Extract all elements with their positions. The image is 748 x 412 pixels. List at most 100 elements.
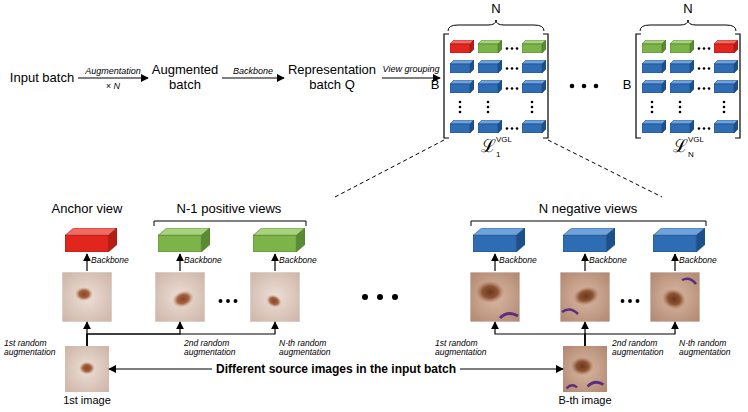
curly-brace — [640, 20, 736, 31]
label-holder: N negative views — [539, 202, 637, 217]
ellipsis — [698, 127, 711, 130]
label-holder: N — [683, 2, 692, 17]
view-caption: B-th image — [543, 394, 627, 407]
augmented-view: 2nd random augmentation — [560, 272, 610, 322]
loss-superscript: VGL — [496, 136, 512, 145]
node-text: 1st random augmentation — [435, 339, 491, 358]
negative-cube — [642, 60, 666, 73]
negative-cube — [670, 60, 694, 73]
ellipsis — [459, 101, 462, 114]
arrow-label: Backbone — [91, 256, 129, 265]
ellipsis — [506, 127, 519, 130]
representation-matrix — [444, 20, 548, 138]
node-text: N-th random augmentation — [679, 339, 735, 358]
negative-cube — [478, 60, 502, 73]
view-caption: 2nd random augmentation — [612, 339, 668, 358]
matrix-bracket — [636, 34, 641, 138]
negative-cube — [670, 80, 694, 93]
view-heading: Anchor view — [52, 202, 123, 217]
label-holder: Backbone — [589, 256, 627, 265]
negative-cube — [714, 60, 738, 73]
negative-cube — [522, 60, 546, 73]
connector-arrow — [495, 322, 585, 346]
node-text: 2nd random augmentation — [612, 339, 668, 358]
view-caption: 1st image — [45, 394, 129, 407]
negative-cube — [714, 80, 738, 93]
ellipsis — [506, 67, 519, 70]
positive-cube — [522, 40, 546, 53]
dimension-label: N — [491, 2, 500, 17]
negative-cube — [473, 228, 525, 252]
augmented-view: 1st random augmentation — [62, 272, 112, 322]
label-holder: B — [431, 78, 440, 93]
backbone-arrow — [494, 254, 495, 271]
label-holder: N — [491, 2, 500, 17]
group-heading: N negative views — [539, 202, 637, 217]
augmented-view: 1st random augmentation — [470, 272, 520, 322]
label-holder: Anchor view — [52, 202, 123, 217]
augmented-image — [470, 272, 520, 322]
ellipsis-dot — [362, 294, 368, 300]
ellipsis-dot — [377, 294, 383, 300]
augmented-image — [560, 272, 610, 322]
connector-group — [78, 78, 675, 369]
positive-cube — [478, 40, 502, 53]
label-holder: ℒ — [481, 137, 496, 155]
label-holder: Backbone — [679, 256, 717, 265]
loss-subscript: 1 — [496, 151, 500, 160]
ellipsis — [506, 47, 519, 50]
backbone-arrow — [274, 254, 275, 271]
source-image: 1st image — [65, 346, 109, 392]
negative-cube — [653, 228, 705, 252]
augmented-image — [62, 272, 112, 322]
edge-label-holder: Different source images in the input bat… — [212, 362, 460, 376]
edge-label: Augmentation — [85, 66, 141, 76]
curly-brace — [448, 20, 544, 31]
positive-cube — [642, 40, 666, 53]
augmented-image — [250, 272, 300, 322]
node-text: B-th image — [543, 394, 627, 407]
negative-cube — [450, 120, 474, 133]
arrow-label: Backbone — [499, 256, 537, 265]
negative-cube — [522, 80, 546, 93]
negative-cube — [642, 120, 666, 133]
loss-superscript: VGL — [688, 136, 704, 145]
matrix-bracket — [444, 34, 449, 138]
source-image: B-th image — [563, 346, 607, 392]
negative-cube — [478, 120, 502, 133]
positive-cube — [253, 228, 305, 252]
view-caption: 1st random augmentation — [4, 339, 60, 358]
edge-label-holder: Backbone — [233, 66, 273, 76]
negative-cube — [714, 120, 738, 133]
augmented-image — [650, 272, 700, 322]
node-text: 2nd random augmentation — [184, 339, 240, 358]
anchor-cube — [450, 40, 474, 53]
ellipsis — [698, 67, 711, 70]
source-image — [65, 346, 109, 392]
label-holder: N-1 positive views — [177, 202, 282, 217]
label-holder: ℒ — [673, 137, 688, 155]
augmented-view: N-th random augmentation — [650, 272, 700, 322]
node-text: 1st image — [45, 394, 129, 407]
view-caption: N-th random augmentation — [679, 339, 735, 358]
anchor-cube — [714, 40, 738, 53]
positive-cube — [158, 228, 210, 252]
ellipsis — [698, 47, 711, 50]
label-holder: Backbone — [184, 256, 222, 265]
connector-arrow — [78, 77, 148, 78]
ellipsis — [679, 101, 682, 114]
dimension-label: B — [431, 78, 440, 93]
ellipsis — [621, 299, 640, 303]
node-text: Representation batch Q — [284, 63, 380, 93]
positive-cube — [670, 40, 694, 53]
ellipsis — [506, 87, 519, 90]
augmented-view: 2nd random augmentation — [155, 272, 205, 322]
zoom-line — [335, 140, 444, 197]
loss-subscript: N — [688, 151, 694, 160]
node-text: Input batch — [6, 71, 78, 86]
node-text: 1st random augmentation — [4, 339, 60, 358]
negative-cube — [478, 80, 502, 93]
view-caption: 2nd random augmentation — [184, 339, 240, 358]
edge-label: Backbone — [233, 66, 273, 76]
